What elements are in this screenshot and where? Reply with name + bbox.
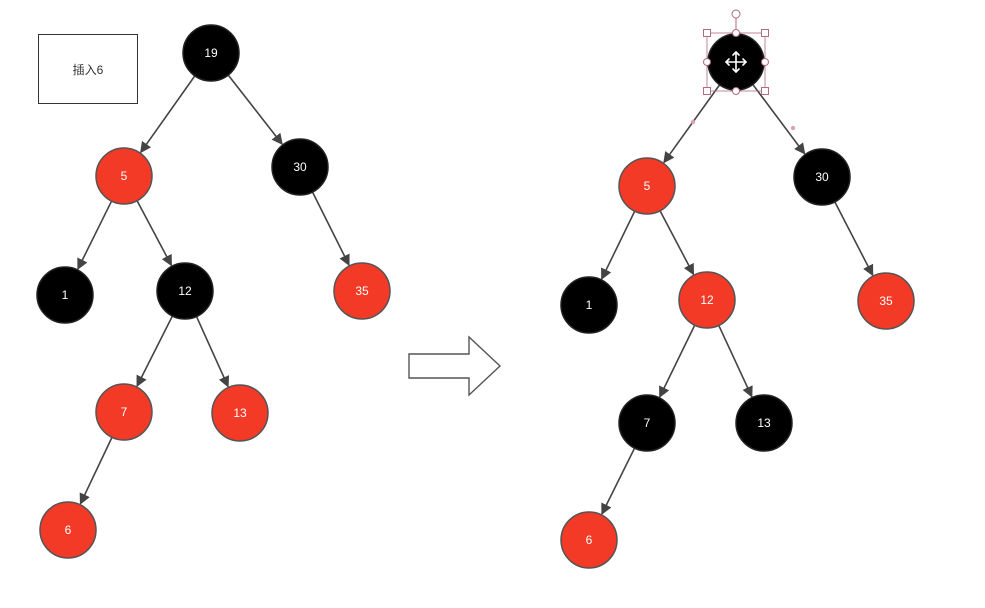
- connection-point[interactable]: [732, 29, 740, 37]
- before-edge-30-35: [310, 189, 350, 267]
- before-edge-12-13: [194, 314, 230, 388]
- connection-point[interactable]: [761, 58, 769, 66]
- after-node-1[interactable]: 1: [560, 276, 618, 334]
- after-node-35-circle: [857, 272, 915, 330]
- resize-handle-corner[interactable]: [761, 87, 769, 95]
- after-node-5-label: 5: [644, 179, 651, 193]
- before-node-13[interactable]: 13: [211, 384, 269, 442]
- rotate-handle[interactable]: [731, 9, 741, 19]
- after-node-35[interactable]: 35: [857, 272, 915, 330]
- before-node-1[interactable]: 1: [36, 266, 94, 324]
- after-node-13-circle: [735, 394, 793, 452]
- after-node-30[interactable]: 30: [793, 148, 851, 206]
- after-node-12-circle: [678, 271, 736, 329]
- before-node-1-label: 1: [62, 288, 69, 302]
- before-node-6-label: 6: [65, 523, 72, 537]
- before-node-13-label: 13: [233, 406, 247, 420]
- resize-handle-corner[interactable]: [703, 87, 711, 95]
- before-node-5-circle: [95, 147, 153, 205]
- edge-connector-dot: [790, 125, 796, 131]
- after-node-7[interactable]: 7: [618, 394, 676, 452]
- after-node-6-label: 6: [586, 533, 593, 547]
- before-node-30-circle: [271, 138, 329, 196]
- before-node-12-label: 12: [178, 284, 192, 298]
- after-edge-12-7: [658, 323, 697, 398]
- after-node-5[interactable]: 5: [618, 157, 676, 215]
- before-node-12-circle: [156, 262, 214, 320]
- before-node-7[interactable]: 7: [95, 383, 153, 441]
- before-edge-5-12: [135, 198, 173, 267]
- after-node-13[interactable]: 13: [735, 394, 793, 452]
- before-node-6[interactable]: 6: [39, 501, 97, 559]
- before-node-35-label: 35: [355, 284, 369, 298]
- after-edge-5-1: [600, 209, 637, 280]
- after-edge-7-6: [601, 445, 637, 516]
- connection-point[interactable]: [732, 87, 740, 95]
- right-hollow-arrow-icon: [408, 335, 502, 397]
- before-node-35[interactable]: 35: [333, 262, 391, 320]
- after-edge-12-13: [717, 323, 753, 398]
- before-edge-5-1: [77, 198, 114, 271]
- after-node-30-circle: [793, 148, 851, 206]
- after-node-5-circle: [618, 157, 676, 215]
- before-node-19-circle: [182, 24, 240, 82]
- before-edge-7-6: [79, 435, 114, 505]
- before-node-12[interactable]: 12: [156, 262, 214, 320]
- insert-label-text: 插入6: [72, 62, 104, 77]
- resize-handle-corner[interactable]: [703, 29, 711, 37]
- before-node-30[interactable]: 30: [271, 138, 329, 196]
- before-node-1-circle: [36, 266, 94, 324]
- edge-connector-dot: [690, 119, 696, 125]
- resize-handle-corner[interactable]: [761, 29, 769, 37]
- before-node-13-circle: [211, 384, 269, 442]
- after-node-13-label: 13: [757, 416, 771, 430]
- before-node-35-circle: [333, 262, 391, 320]
- after-node-7-circle: [618, 394, 676, 452]
- after-node-6[interactable]: 6: [560, 511, 618, 569]
- before-node-19-label: 19: [204, 46, 218, 60]
- before-edge-19-5: [140, 73, 197, 154]
- before-node-5-label: 5: [121, 169, 128, 183]
- move-cursor-icon: [724, 50, 748, 74]
- insert-label-box: 插入6: [38, 34, 138, 104]
- before-node-7-circle: [95, 383, 153, 441]
- before-edge-19-30: [226, 73, 283, 146]
- after-edge-30-35: [833, 199, 874, 277]
- after-node-7-label: 7: [644, 416, 651, 430]
- before-node-5[interactable]: 5: [95, 147, 153, 205]
- before-edge-12-7: [136, 313, 175, 388]
- after-edge-root-30: [750, 82, 806, 155]
- before-node-19[interactable]: 19: [182, 24, 240, 82]
- after-node-12-label: 12: [700, 293, 714, 307]
- before-node-6-circle: [39, 501, 97, 559]
- after-node-6-circle: [560, 511, 618, 569]
- after-node-1-circle: [560, 276, 618, 334]
- after-node-30-label: 30: [815, 170, 829, 184]
- before-node-30-label: 30: [293, 160, 307, 174]
- before-node-7-label: 7: [121, 405, 128, 419]
- after-node-12[interactable]: 12: [678, 271, 736, 329]
- connection-point[interactable]: [703, 58, 711, 66]
- after-edge-5-12: [658, 208, 695, 276]
- after-node-1-label: 1: [586, 298, 593, 312]
- after-node-35-label: 35: [879, 294, 893, 308]
